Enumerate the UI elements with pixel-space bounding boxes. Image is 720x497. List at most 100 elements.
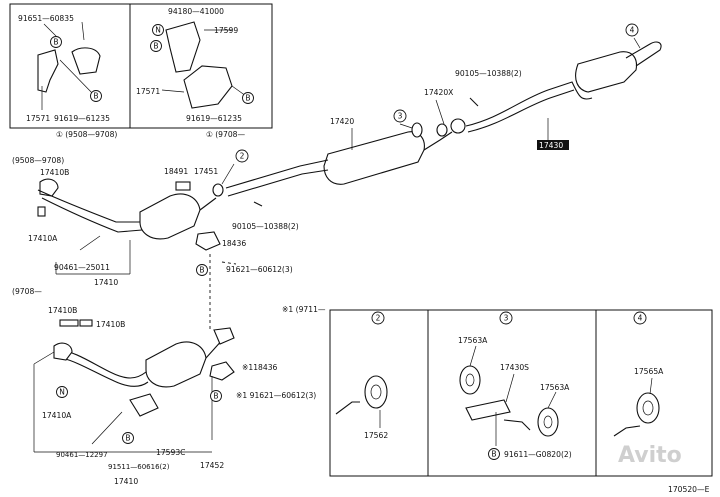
label-17563a-2: 17563A bbox=[540, 383, 570, 392]
svg-text:4: 4 bbox=[630, 26, 635, 35]
watermark-avito: Avito bbox=[618, 443, 682, 468]
leader-lower-diag bbox=[33, 351, 55, 365]
tailpipe-17430-pipe-b bbox=[467, 89, 575, 133]
stud-17410a bbox=[37, 206, 46, 217]
callout-c2-box: 2 bbox=[371, 311, 385, 325]
clamp-18491 bbox=[175, 181, 191, 191]
label-17410a-lower: 17410A bbox=[42, 411, 72, 420]
label-17452: 17452 bbox=[200, 461, 224, 470]
bracket-17571-b bbox=[183, 65, 233, 109]
label-91621-lower: ※1 91621—60612(3) bbox=[236, 391, 316, 400]
callout-b-3: B bbox=[150, 40, 162, 52]
leader-17563a-1 bbox=[469, 345, 477, 367]
rod-17562 bbox=[335, 401, 360, 415]
callout-n-2: N bbox=[56, 386, 68, 398]
svg-text:2: 2 bbox=[376, 314, 381, 323]
label-18491: 18491 bbox=[164, 167, 188, 176]
callout-c4-top: 4 bbox=[625, 23, 639, 37]
diagram-code: 170520—E bbox=[668, 485, 710, 494]
front-pipe-17410-upper bbox=[37, 189, 140, 223]
label-17410-lower: 17410 bbox=[114, 477, 138, 486]
catalytic-converter-lower bbox=[145, 341, 207, 388]
label-90461-upper: 90461—25011 bbox=[54, 263, 110, 272]
gasket-17410b-b bbox=[79, 319, 93, 327]
callout-b-1: B bbox=[50, 36, 62, 48]
label-17430: 17430 bbox=[539, 141, 563, 150]
front-pipe-main bbox=[225, 159, 329, 189]
gasket-ring-1 bbox=[411, 122, 423, 138]
hanger-17563a-2 bbox=[537, 407, 559, 437]
detail-box-4 bbox=[595, 309, 713, 477]
svg-text:B: B bbox=[245, 94, 250, 103]
gasket-17410b-a bbox=[59, 319, 79, 327]
bracket-17571-a bbox=[37, 49, 59, 93]
leader-17571-b bbox=[161, 89, 185, 93]
callout-b-7: B bbox=[122, 432, 134, 444]
label-range-9508-9708: ① (9508—9708) bbox=[56, 130, 117, 139]
label-17410b-lower-2: 17410B bbox=[96, 320, 125, 329]
label-17593c: 17593C bbox=[156, 448, 185, 457]
svg-text:4: 4 bbox=[638, 314, 643, 323]
leader-c4 bbox=[633, 37, 641, 49]
svg-text:N: N bbox=[59, 388, 65, 397]
catalytic-converter-17410 bbox=[139, 193, 201, 240]
label-91619-b: 91619—61235 bbox=[186, 114, 242, 123]
bracket-18436 bbox=[195, 231, 221, 251]
svg-text:B: B bbox=[491, 450, 496, 459]
hanger-17563a-1 bbox=[459, 365, 481, 395]
callout-c3-box: 3 bbox=[499, 311, 513, 325]
leader-lines-left bbox=[43, 21, 96, 97]
leader-c3 bbox=[399, 123, 413, 129]
hanger-17565a bbox=[636, 392, 660, 424]
label-91621-upper: 91621—60612(3) bbox=[226, 265, 293, 274]
svg-text:2: 2 bbox=[240, 152, 245, 161]
flange-lower-outlet bbox=[213, 327, 235, 345]
callout-b-8: B bbox=[488, 448, 500, 460]
rod-17565a bbox=[613, 425, 641, 437]
front-pipe-lower-b bbox=[61, 357, 149, 387]
label-90105-b: 90105—10388(2) bbox=[232, 222, 299, 231]
leader-17430s bbox=[505, 373, 515, 403]
gasket-17451 bbox=[212, 183, 224, 197]
hanger-17562-inner bbox=[370, 384, 382, 400]
flange-17410b-lower bbox=[53, 342, 73, 361]
bracket-118436 bbox=[209, 361, 235, 381]
hanger-17563a-1-inner bbox=[465, 373, 475, 387]
callout-c3-top: 3 bbox=[393, 109, 407, 123]
callout-c2-top: 2 bbox=[235, 149, 249, 163]
label-17420: 17420 bbox=[330, 117, 354, 126]
svg-text:N: N bbox=[155, 26, 161, 35]
label-17410a-upper: 17410A bbox=[28, 234, 58, 243]
hanger-17563a-2-inner bbox=[543, 415, 553, 429]
svg-text:B: B bbox=[153, 42, 158, 51]
bolt-90105-b bbox=[253, 201, 263, 207]
heat-shield-17593c bbox=[129, 393, 159, 417]
label-18436: 18436 bbox=[222, 239, 246, 248]
hanger-17562 bbox=[364, 375, 388, 409]
label-range-9711: ※1 (9711— bbox=[282, 305, 326, 314]
front-pipe-17410-lower bbox=[41, 197, 143, 233]
callout-b-4: B bbox=[242, 92, 254, 104]
rod-17430s bbox=[503, 419, 531, 431]
hanger-17565a-inner bbox=[642, 400, 654, 416]
front-pipe-lower bbox=[59, 349, 147, 379]
label-91511: 91511—60616(2) bbox=[108, 463, 170, 471]
center-muffler-outlet bbox=[423, 131, 453, 151]
leader-lines-right bbox=[204, 29, 247, 97]
svg-text:3: 3 bbox=[504, 314, 509, 323]
label-91651: 91651—60835 bbox=[18, 14, 74, 23]
label-90461-lower: 90461—12297 bbox=[56, 451, 108, 459]
dashed-connector-2 bbox=[221, 261, 237, 265]
front-pipe-main-b bbox=[227, 169, 329, 197]
cat-outlet bbox=[199, 197, 217, 211]
svg-text:B: B bbox=[53, 38, 58, 47]
label-94180: 94180—41000 bbox=[168, 7, 224, 16]
svg-text:B: B bbox=[213, 392, 218, 401]
leader-17420x bbox=[435, 99, 445, 125]
svg-text:B: B bbox=[125, 434, 130, 443]
label-17410b-lower-1: 17410B bbox=[48, 306, 77, 315]
label-17571-b: 17571 bbox=[136, 87, 160, 96]
label-17451: 17451 bbox=[194, 167, 218, 176]
label-17599: 17599 bbox=[214, 26, 238, 35]
